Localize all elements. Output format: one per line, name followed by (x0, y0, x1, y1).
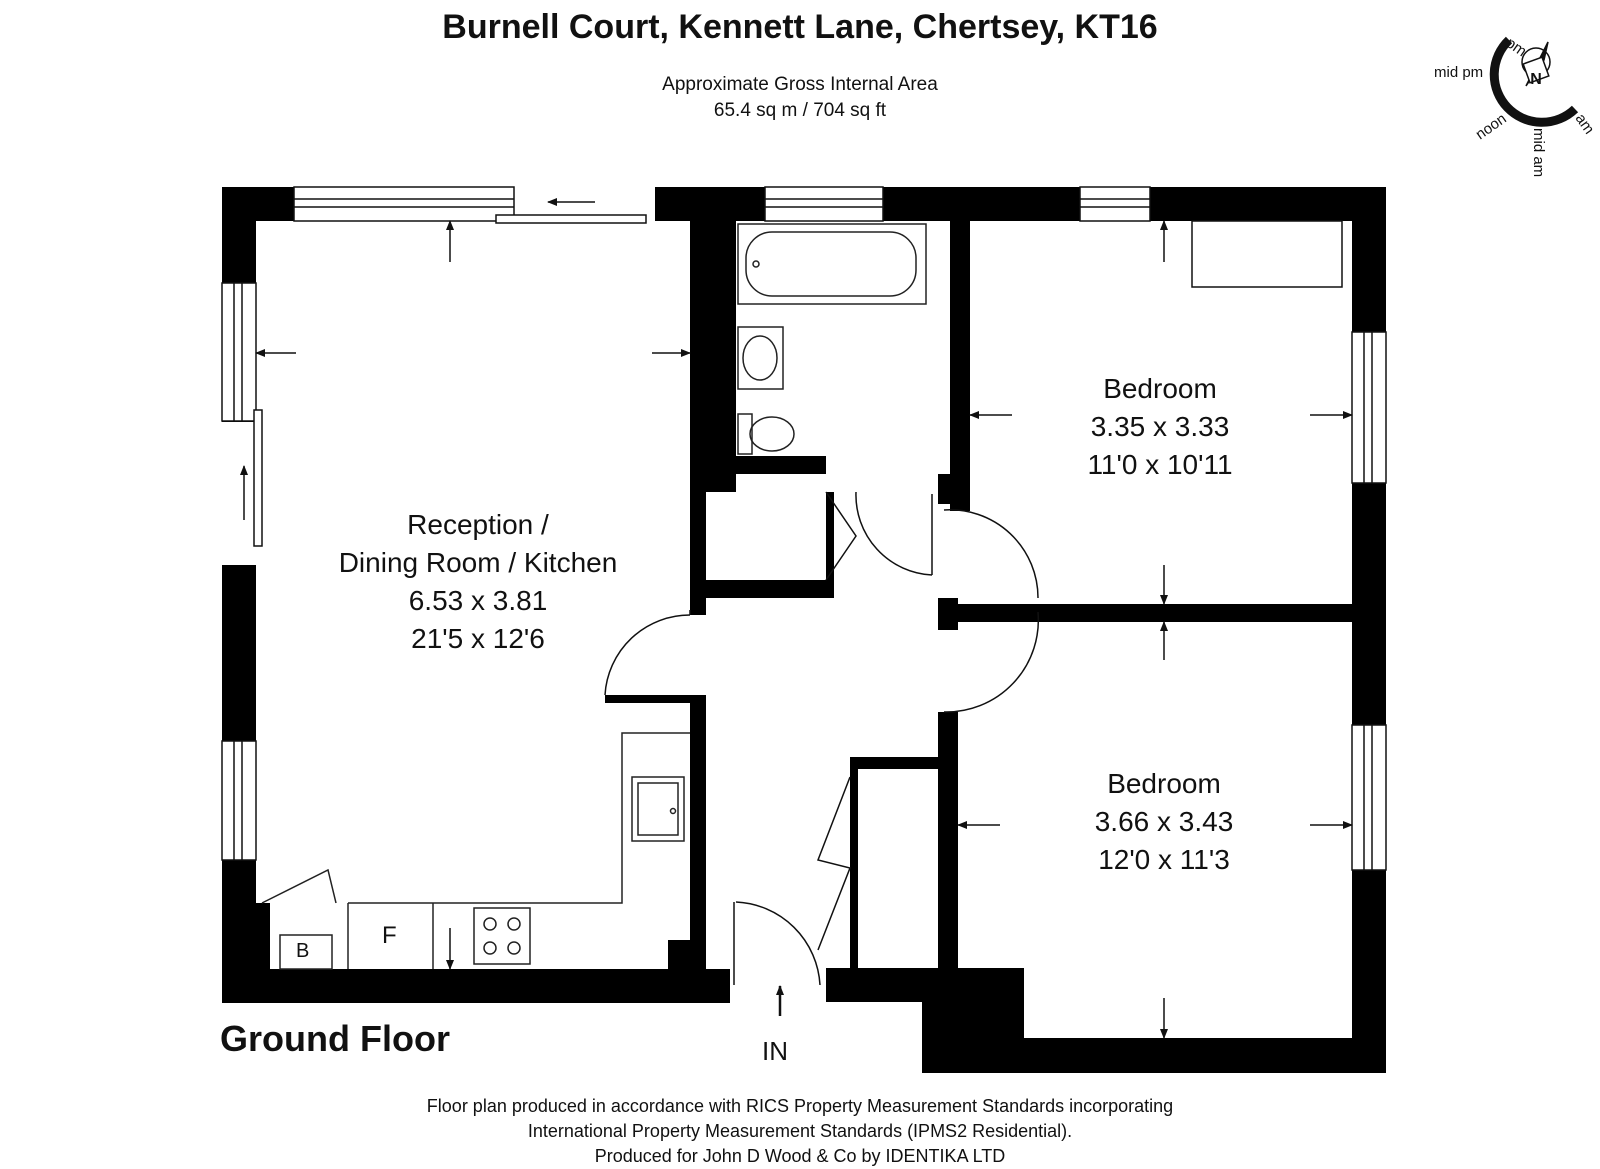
kitchen-worktop (348, 732, 690, 904)
page-title: Burnell Court, Kennett Lane, Chertsey, K… (442, 8, 1158, 46)
wall-right-top (1352, 187, 1386, 332)
wall-bed2-west (938, 712, 958, 968)
wardrobe-bedroom1 (1191, 220, 1343, 288)
wall-right-middle (1352, 483, 1386, 725)
wall-top-centre (883, 187, 1080, 221)
boiler-label: B (296, 940, 310, 962)
wall-top-right (1150, 187, 1386, 221)
wall-bed-jamb (938, 598, 958, 630)
kitchen-fixtures (261, 732, 690, 970)
toilet-cistern (737, 413, 753, 455)
room-imperial: 11'0 x 10'11 (1087, 449, 1233, 480)
outer-walls (222, 187, 1386, 1073)
bath-tub (737, 223, 927, 305)
hob (473, 907, 531, 965)
wall-bath-south (736, 456, 826, 474)
measurement-arrows (240, 198, 1353, 1039)
door-wardrobe (816, 776, 852, 951)
room-metric: 3.35 x 3.33 (1090, 411, 1230, 442)
room-label-bedroom1: Bedroom 3.35 x 3.33 11'0 x 10'11 (1040, 370, 1280, 484)
wall-boiler-stub (256, 903, 270, 969)
footer-line3: Produced for John D Wood & Co by IDENTIK… (594, 1146, 1006, 1166)
kitchen-sink (631, 776, 685, 842)
door-bedroom1 (943, 509, 1039, 599)
window-bedroom1-east (1351, 331, 1387, 484)
wash-basin (737, 326, 784, 390)
toilet-bowl (749, 416, 795, 452)
room-name-line2: Dining Room / Kitchen (338, 547, 618, 578)
window-bedroom-top (1079, 186, 1151, 222)
room-label-reception: Reception / Dining Room / Kitchen 6.53 x… (310, 506, 646, 658)
windows (221, 186, 1387, 871)
window-bathroom (764, 186, 884, 222)
boiler-box (279, 934, 333, 970)
wall-top-mid (655, 187, 765, 221)
room-imperial: 21'5 x 12'6 (411, 623, 545, 654)
boiler-cupboard-door (261, 868, 337, 904)
wall-bottom-left (222, 969, 730, 1003)
wall-door-stub (605, 695, 695, 703)
compass-north-label: N (1530, 71, 1542, 88)
room-name: Bedroom (1103, 373, 1217, 404)
door-bathroom (855, 491, 933, 576)
internal-walls (256, 221, 1352, 969)
door-entrance (735, 901, 821, 986)
footer-line1: Floor plan produced in accordance with R… (426, 1096, 1174, 1116)
wall-bath-west (706, 221, 736, 474)
bath-inner (745, 231, 917, 297)
wall-left-middle (222, 565, 256, 741)
wall-kitchen-corner (668, 940, 706, 969)
room-label-bedroom2: Bedroom 3.66 x 3.43 12'0 x 11'3 (1044, 765, 1284, 879)
window-reception-top (293, 186, 515, 222)
sliding-door-panel (495, 214, 647, 224)
side-sliding-door (253, 409, 263, 547)
wall-reception-east-lower (690, 695, 706, 969)
door-cupboard (825, 491, 857, 581)
door-reception (604, 614, 691, 696)
room-name-line1: Reception / (407, 509, 549, 540)
entrance-label: IN (762, 1036, 788, 1066)
wall-reception-east-upper (690, 221, 706, 615)
footer-line2: International Property Measurement Stand… (527, 1121, 1073, 1141)
wall-entrance-right (826, 968, 1024, 1002)
window-reception-west-lower (221, 740, 257, 861)
wall-cupboard-top (706, 474, 736, 492)
doors (604, 220, 1343, 986)
room-imperial: 12'0 x 11'3 (1098, 844, 1230, 875)
area-value: 65.4 sq m / 704 sq ft (713, 100, 887, 121)
window-reception-west-upper (221, 282, 257, 422)
compass-mid-am-label: mid am (1530, 128, 1547, 177)
room-metric: 3.66 x 3.43 (1094, 806, 1234, 837)
wall-wardrobe-top (850, 757, 958, 769)
compass-daylight-arc (1489, 36, 1579, 127)
compass-mid-pm-label: mid pm (1434, 64, 1483, 81)
wall-bed1-west (950, 221, 970, 511)
room-metric: 6.53 x 3.81 (408, 585, 548, 616)
door-bedroom2 (943, 611, 1040, 713)
bathroom-fixtures (737, 223, 927, 455)
wall-wardrobe-west (850, 757, 858, 968)
wall-bed1-jamb (938, 474, 950, 504)
wall-cupboard-bottom (706, 580, 826, 598)
window-bedroom2-east (1351, 724, 1387, 871)
room-name: Bedroom (1107, 768, 1221, 799)
wall-bedroom-divider (958, 604, 1352, 622)
fridge-label: F (382, 922, 397, 949)
floor-label: Ground Floor (220, 1018, 450, 1059)
wall-cupboard-east (826, 492, 834, 598)
area-heading: Approximate Gross Internal Area (662, 74, 938, 95)
